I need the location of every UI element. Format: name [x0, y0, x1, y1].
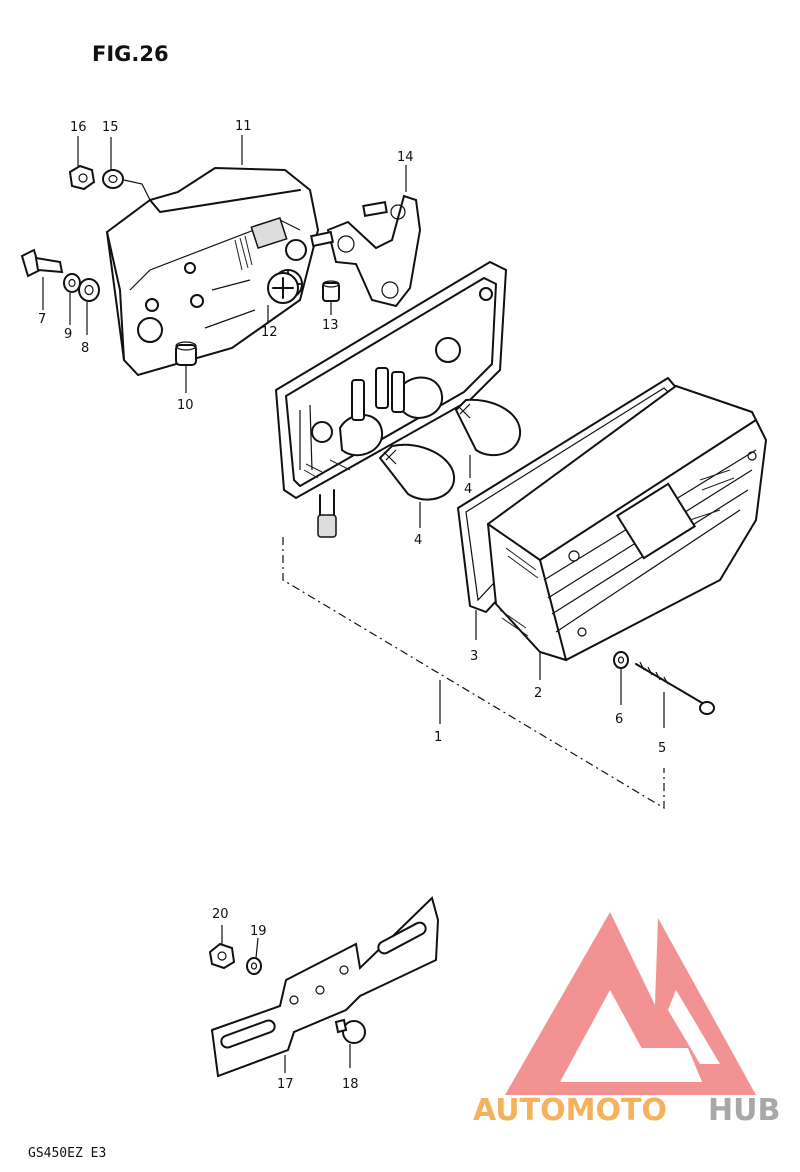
- part-16-nut: [68, 164, 96, 191]
- callout-9: 9: [64, 327, 72, 342]
- part-2-lens: [486, 384, 768, 662]
- automotohub-logo: [505, 912, 756, 1095]
- part-20-nut: [208, 942, 236, 970]
- socket-base-plate: [274, 260, 508, 538]
- part-13-spacer: [322, 280, 340, 302]
- part-4-bulb-upper: [454, 398, 522, 457]
- part-19-washer: [246, 957, 262, 975]
- callout-11: 11: [235, 119, 252, 134]
- watermark-text-orange: AUTOMOTO: [473, 1093, 667, 1128]
- callout-4a: 4: [464, 482, 472, 497]
- part-14-bracket: [309, 194, 422, 308]
- model-code: GS450EZ E3: [28, 1146, 106, 1161]
- part-9-washer: [63, 273, 81, 293]
- assembly-1-bracket: [282, 537, 665, 810]
- callout-5: 5: [658, 741, 666, 756]
- part-4-bulb-lower: [378, 443, 456, 501]
- part-12-grommet: [267, 272, 299, 304]
- callout-16: 16: [70, 120, 87, 135]
- callout-8: 8: [81, 341, 89, 356]
- part-6-washer: [613, 651, 629, 669]
- figure-title: FIG.26: [92, 42, 169, 66]
- callout-17: 17: [277, 1077, 294, 1092]
- callout-7: 7: [38, 312, 46, 327]
- callout-15: 15: [102, 120, 119, 135]
- watermark-text-gray: HUB: [708, 1093, 780, 1128]
- part-18-bolt: [334, 1018, 366, 1044]
- callout-18: 18: [342, 1077, 359, 1092]
- callout-1: 1: [434, 730, 442, 745]
- part-11-housing: [105, 166, 320, 377]
- callout-14: 14: [397, 150, 414, 165]
- callout-13: 13: [322, 318, 339, 333]
- callout-4b: 4: [414, 533, 422, 548]
- part-17-license-bracket: [210, 896, 440, 1078]
- part-10-spacer: [175, 341, 197, 366]
- callout-20: 20: [212, 907, 229, 922]
- callout-19: 19: [250, 924, 267, 939]
- part-7-bolt: [20, 248, 64, 278]
- callout-10: 10: [177, 398, 194, 413]
- part-8-washer: [78, 278, 100, 302]
- callout-2: 2: [534, 686, 542, 701]
- callout-3: 3: [470, 649, 478, 664]
- part-15-washer: [102, 169, 124, 189]
- leader-19: [255, 937, 259, 959]
- callout-12: 12: [261, 325, 278, 340]
- wire-grommet: [317, 514, 337, 538]
- callout-6: 6: [615, 712, 623, 727]
- part-5-screw: [635, 661, 715, 715]
